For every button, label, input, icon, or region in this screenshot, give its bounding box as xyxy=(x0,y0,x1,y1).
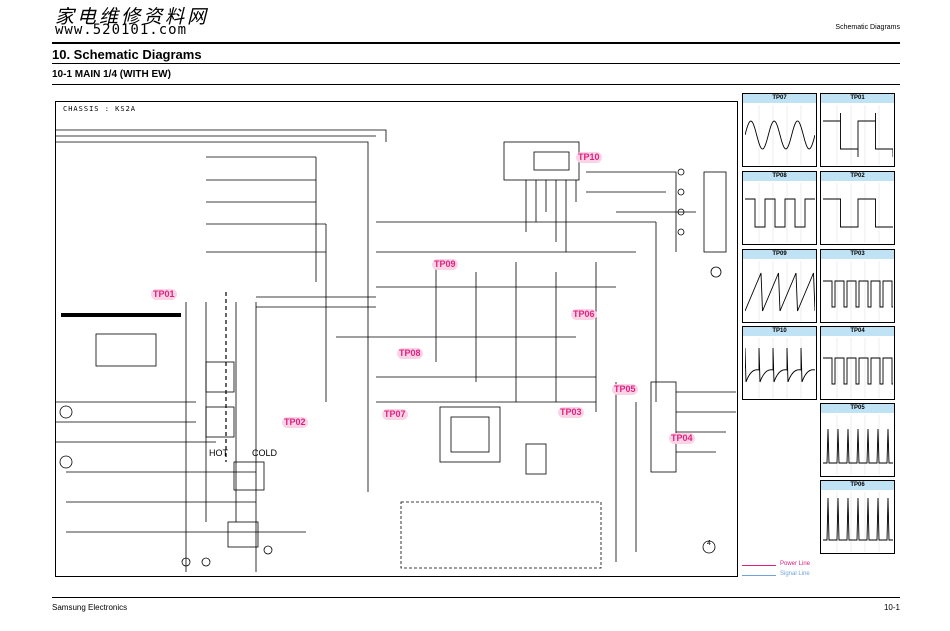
schematic-diagram: CHASSIS : KS2A xyxy=(55,101,738,577)
waveform-trace xyxy=(823,105,893,165)
waveform-trace xyxy=(745,338,815,398)
legend-signal-line-swatch xyxy=(742,575,776,576)
waveform-label: TP03 xyxy=(821,250,894,259)
circle-label: 4 xyxy=(707,540,711,547)
test-point-tp05: TP05 xyxy=(612,384,638,395)
header-rule xyxy=(52,42,900,44)
waveform-trace xyxy=(823,338,893,398)
waveform-label: TP05 xyxy=(821,404,894,413)
header-section-label: Schematic Diagrams xyxy=(835,24,900,31)
waveform-trace xyxy=(823,415,893,475)
waveform-trace xyxy=(745,261,815,321)
waveform-label: TP07 xyxy=(743,94,816,103)
waveform-tp10: TP10 xyxy=(742,326,817,400)
waveform-trace xyxy=(823,492,893,552)
waveform-label: TP01 xyxy=(821,94,894,103)
waveform-trace xyxy=(823,261,893,321)
footer-left: Samsung Electronics xyxy=(52,603,128,612)
test-point-tp06: TP06 xyxy=(571,309,597,320)
subtitle-rule xyxy=(52,84,900,85)
test-point-tp09: TP09 xyxy=(432,259,458,270)
waveform-trace xyxy=(823,183,893,243)
legend-power-line-swatch xyxy=(742,565,776,566)
waveform-label: TP08 xyxy=(743,172,816,181)
hot-label: HOT xyxy=(209,448,228,458)
waveform-trace xyxy=(745,183,815,243)
header-logo: 家电维修资料网 xyxy=(55,6,210,28)
waveform-tp09: TP09 xyxy=(742,249,817,323)
legend-power-line-label: Power Line xyxy=(780,561,811,567)
header-url: www.520101.com xyxy=(55,22,188,38)
footer-rule xyxy=(52,597,900,598)
chassis-label: CHASSIS : KS2A xyxy=(63,105,137,113)
legend-signal-line-label: Signal Line xyxy=(780,571,810,577)
test-point-tp08: TP08 xyxy=(397,348,423,359)
waveform-tp04: TP04 xyxy=(820,326,895,400)
waveform-tp08: TP08 xyxy=(742,171,817,245)
waveform-label: TP02 xyxy=(821,172,894,181)
waveform-label: TP04 xyxy=(821,327,894,336)
footer-page-number: 10-1 xyxy=(883,603,900,612)
waveform-tp03: TP03 xyxy=(820,249,895,323)
waveform-tp05: TP05 xyxy=(820,403,895,477)
waveform-label: TP06 xyxy=(821,481,894,490)
waveform-trace xyxy=(745,105,815,165)
test-point-tp10: TP10 xyxy=(576,152,602,163)
test-point-tp03: TP03 xyxy=(558,407,584,418)
waveform-label: TP09 xyxy=(743,250,816,259)
test-point-tp07: TP07 xyxy=(382,409,408,420)
cold-label: COLD xyxy=(252,448,278,458)
test-point-tp04: TP04 xyxy=(669,433,695,444)
waveform-tp01: TP01 xyxy=(820,93,895,167)
waveform-tp06: TP06 xyxy=(820,480,895,554)
title-rule xyxy=(52,63,900,64)
test-point-tp01: TP01 xyxy=(151,289,177,300)
waveform-tp02: TP02 xyxy=(820,171,895,245)
waveform-tp07: TP07 xyxy=(742,93,817,167)
page-title: 10. Schematic Diagrams xyxy=(52,47,202,62)
schematic-wiring xyxy=(56,129,736,572)
waveform-label: TP10 xyxy=(743,327,816,336)
test-point-tp02: TP02 xyxy=(282,417,308,428)
page-subtitle: 10-1 MAIN 1/4 (WITH EW) xyxy=(52,69,171,80)
